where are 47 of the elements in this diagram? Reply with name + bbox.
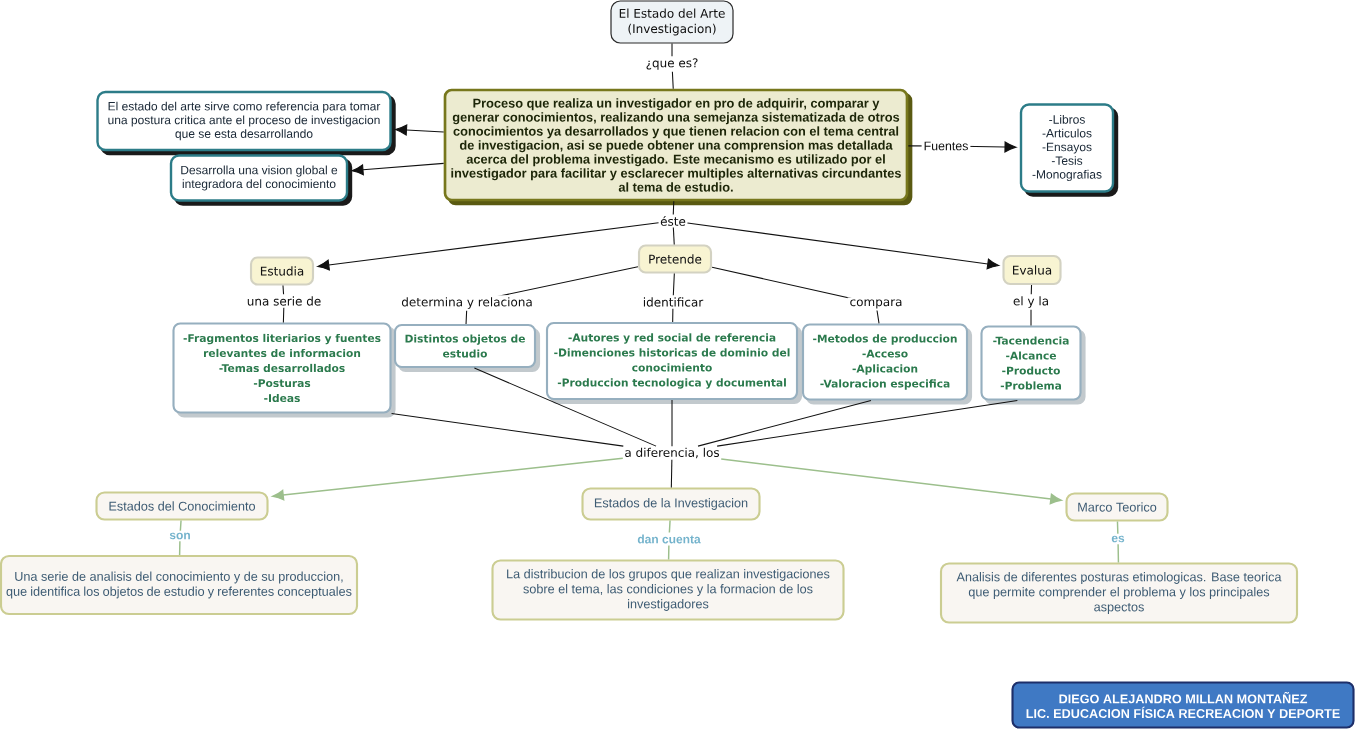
connector-line <box>473 367 657 447</box>
concept-box: La distribucion de los grupos que realizan investigaciones sobre el tema, las condiciones y la formacion de los investigadores <box>491 559 845 621</box>
arrow <box>395 124 445 136</box>
concept-box: Analisis de diferentes posturas etimologicas. Base teorica que permite comprender el problema y los principales aspectos <box>939 562 1299 624</box>
edge-label: determina y relaciona <box>399 295 535 311</box>
linking-phrase: a diferencia, los <box>625 447 720 459</box>
connector-line <box>670 459 673 488</box>
list-box: -Tacendencia -Alcance -Producto -Problema <box>980 325 1086 405</box>
concept-box: -Libros -Articulos -Ensayos -Tesis -Monografias <box>1019 103 1119 197</box>
arrow <box>720 458 1062 505</box>
concept-box: Estados de la Investigacion <box>581 487 761 521</box>
list-box: Distintos objetos de estudio <box>393 323 541 373</box>
connector-line <box>1116 520 1120 564</box>
linking-phrase: éste <box>660 216 686 226</box>
edge-label: Fuentes <box>921 139 971 153</box>
edge-label: ¿que es? <box>643 56 701 72</box>
list-box: -Metodos de produccion -Acceso -Aplicacion -Valoracion especifica <box>801 323 973 405</box>
connector-line <box>672 200 675 216</box>
arrow <box>686 222 1000 270</box>
connector-line <box>391 413 624 447</box>
concept-box: El estado del arte sirve como referencia para tomar una postura critica ante el proceso de investigacion que se esta desarrollando <box>96 90 396 156</box>
arrow <box>351 162 445 176</box>
concept-box: Desarrolla una vision global e integradora del conocimiento <box>169 154 353 206</box>
connector-line <box>671 399 673 447</box>
connector-line <box>716 400 1018 447</box>
edge-label: es <box>1109 533 1127 545</box>
concept-box: Una serie de analisis del conocimiento y de su produccion, que identifica los objetos de estudio y referentes conceptuales <box>0 554 359 616</box>
connector-line <box>697 400 872 447</box>
concept-box: El Estado del Arte (Investigacion) <box>610 0 734 44</box>
concept-box: Marco Teorico <box>1065 492 1169 522</box>
edge-label: una serie de <box>244 294 324 308</box>
arrow <box>272 457 624 501</box>
edge-label: el y la <box>1010 294 1052 310</box>
concept-box: Pretende <box>637 244 713 274</box>
edge-label: compara <box>847 297 905 311</box>
connector-line <box>672 226 675 245</box>
concept-box: Estados del Conocimiento <box>95 491 269 521</box>
edge-label: son <box>167 530 193 542</box>
author-box: DIEGO ALEJANDRO MILLAN MONTAÑEZ LIC. EDUCACION FÍSICA RECREACION Y DEPORTE <box>1011 681 1355 729</box>
concept-box: Evalua <box>1002 254 1062 286</box>
edge-label: identificar <box>640 295 706 309</box>
concept-box: Estudia <box>249 256 315 286</box>
arrow <box>317 222 660 271</box>
edge-label: dan cuenta <box>635 532 703 546</box>
list-box: -Fragmentos literiarios y fuentes relevantes de informacion -Temas desarrollados -Posturas -Ideas <box>172 322 396 418</box>
concept-box: Proceso que realiza un investigador en pro de adquirir, comparar y generar conocimientos, realizando una semejanza sistematizada de otros conocimientos ya desarrollados y que tienen relacion con el tema central de investigacion, asi se puede obtener una comprension mas detallada acerca del problema investigado. Este mecanismo es utilizado por el investigador para facilitar y esclarecer multiples alternativas circundantes al tema de estudio. <box>443 88 913 206</box>
list-box: -Autores y red social de referencia -Dimenciones historicas de dominio del conocimiento -Produccion tecnologica y documental <box>545 321 803 405</box>
